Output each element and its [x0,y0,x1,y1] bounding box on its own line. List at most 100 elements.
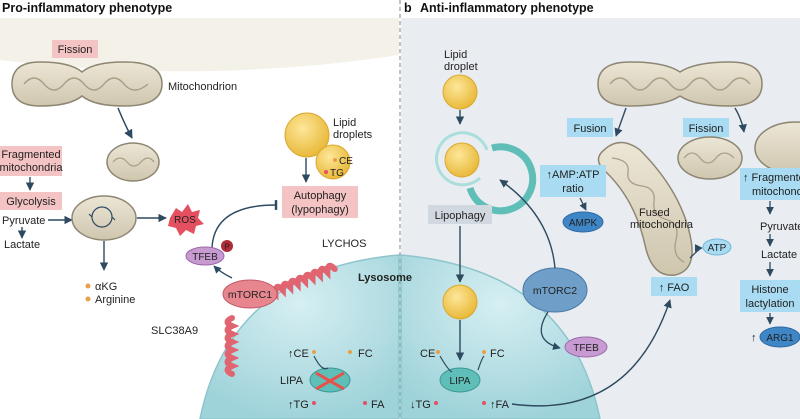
fa-label-b: ↑FA [490,399,510,411]
phospho-label: P [224,243,229,252]
mtorc1: mTORC1 [222,279,278,309]
lipid-droplet-b-lower [442,284,478,320]
fragmented-line1-a: Fragmented [1,149,60,161]
fused-line2: mitochondria [630,219,694,231]
panel-b-letter: b [404,1,412,15]
small-mitochondrion [106,142,160,182]
arrow-mtorc1-to-tfeb [213,265,233,279]
arrow-to-atp [689,244,703,259]
arrow-mtorc2-to-tfeb [540,311,561,350]
lipid-droplets-a [284,112,351,180]
dividing-mitochondrion [11,61,163,107]
histone-box: Histone lactylation [740,280,800,312]
panel-a-header: Pro-inflammatory phenotype [2,1,172,15]
atp-badge: ATP [702,238,732,256]
histone-line2: lactylation [746,298,795,310]
arrow-fa-to-fao [511,299,672,407]
pyruvate-label-b: Pyruvate [760,221,800,233]
mitochondrion-label: Mitochondrion [168,81,237,93]
histone-line1: Histone [751,284,788,296]
glycolysis-label: Glycolysis [6,196,56,208]
lipid-droplets-line1: Lipid [333,117,356,129]
fao-label: ↑ FAO [659,282,690,294]
mtorc1-label: mTORC1 [228,289,272,301]
lipa-a [309,367,351,393]
lychos-label: LYCHOS [322,238,366,250]
ampk-label: AMPK [569,218,598,229]
fused-mitochondria [597,141,693,276]
panel-b-header: Anti-inflammatory phenotype [420,1,594,15]
arginine-label: Arginine [95,294,135,306]
ce-curve-b [439,355,453,373]
pyruvate-label-a: Pyruvate [2,215,45,227]
tg-label-b: ↓TG [410,399,431,411]
arrow-amp-to-ampk [579,197,587,211]
up-tg-dot-a [312,401,316,405]
arg1-up-arrow: ↑ [751,332,757,344]
tfeb-label-b: TFEB [573,343,599,354]
arrow-fission-to-fragment [117,107,133,139]
up-tg-label-a: ↑TG [288,399,309,411]
tg-dot-b [434,401,438,405]
akg-dot [85,283,91,289]
ros-burst: ROS [168,204,204,236]
fission-label-b: Fission [689,123,724,135]
arrow-fission-b [734,107,747,133]
ce-label-b: CE [420,348,435,360]
amp-line2: ratio [562,183,583,195]
amp-line1: ↑AMP:ATP [547,169,600,181]
mtorc2: mTORC2 [522,267,588,313]
glycolysis-box: Glycolysis [0,192,62,210]
up-ce-label-a: ↑CE [288,348,309,360]
fission-box-b: Fission [683,118,729,137]
tfeb-label-a: TFEB [192,252,218,263]
fc-dot-a [348,350,352,354]
fragmented-box-a: Fragmented mitochondria [0,146,63,176]
ce-dot-b [436,350,440,354]
lipophagy-box: Lipophagy [428,205,492,224]
fragmented-line2-b: mitochondria [752,186,800,198]
tg-dot-a [324,170,328,174]
mtorc2-label: mTORC2 [533,285,577,297]
lipid-droplet-line1-b: Lipid [444,49,467,61]
lipa-label-b: LIPA [450,376,471,387]
fa-dot-b [482,401,486,405]
akg-label: αKG [95,281,117,293]
arrow-mtorc2-to-autophagosome [499,179,556,269]
up-ce-dot-a [312,350,316,354]
lipa-label-a: LIPA [280,375,304,387]
autophagy-line1: Autophagy [294,190,347,202]
atp-label: ATP [708,243,727,254]
ampk: AMPK [562,211,604,233]
ce-label-a: CE [339,156,353,167]
autophagy-box: Autophagy (lypophagy) [282,186,358,218]
arg1-badge: ARG1 [759,326,800,348]
autophagy-line2: (lypophagy) [291,204,348,216]
fragmented-mitochondrion-b [677,136,743,180]
slc38a9-coil [224,315,240,377]
fa-dot-a [363,401,367,405]
ros-label: ROS [174,215,196,226]
tfeb-b: TFEB [564,336,608,358]
fusion-label: Fusion [573,123,606,135]
fused-line1: Fused [639,207,670,219]
amp-atp-box: ↑AMP:ATP ratio [540,165,606,197]
fusion-box: Fusion [567,118,613,137]
fc-label-a: FC [358,348,373,360]
inhibit-tfeb-autophagy [211,200,278,249]
tca-mitochondrion [71,195,137,241]
fa-label-a: FA [371,399,385,411]
arrow-fusion [614,107,627,137]
arg1-label: ARG1 [766,333,794,344]
fragmented-box-b: ↑ Fragmented mitochondria [740,168,800,200]
fragmented-line1-b: ↑ Fragmented [743,172,800,184]
tg-label-a: TG [330,168,344,179]
ce-dot-a [333,158,337,162]
fragmented-line2-a: mitochondria [0,162,63,174]
lactate-label-a: Lactate [4,239,40,251]
lipa-b: LIPA [439,367,481,393]
fission-box-a: Fission [52,40,98,58]
ce-curve-a [313,355,329,370]
lactate-label-b: Lactate [761,249,797,261]
